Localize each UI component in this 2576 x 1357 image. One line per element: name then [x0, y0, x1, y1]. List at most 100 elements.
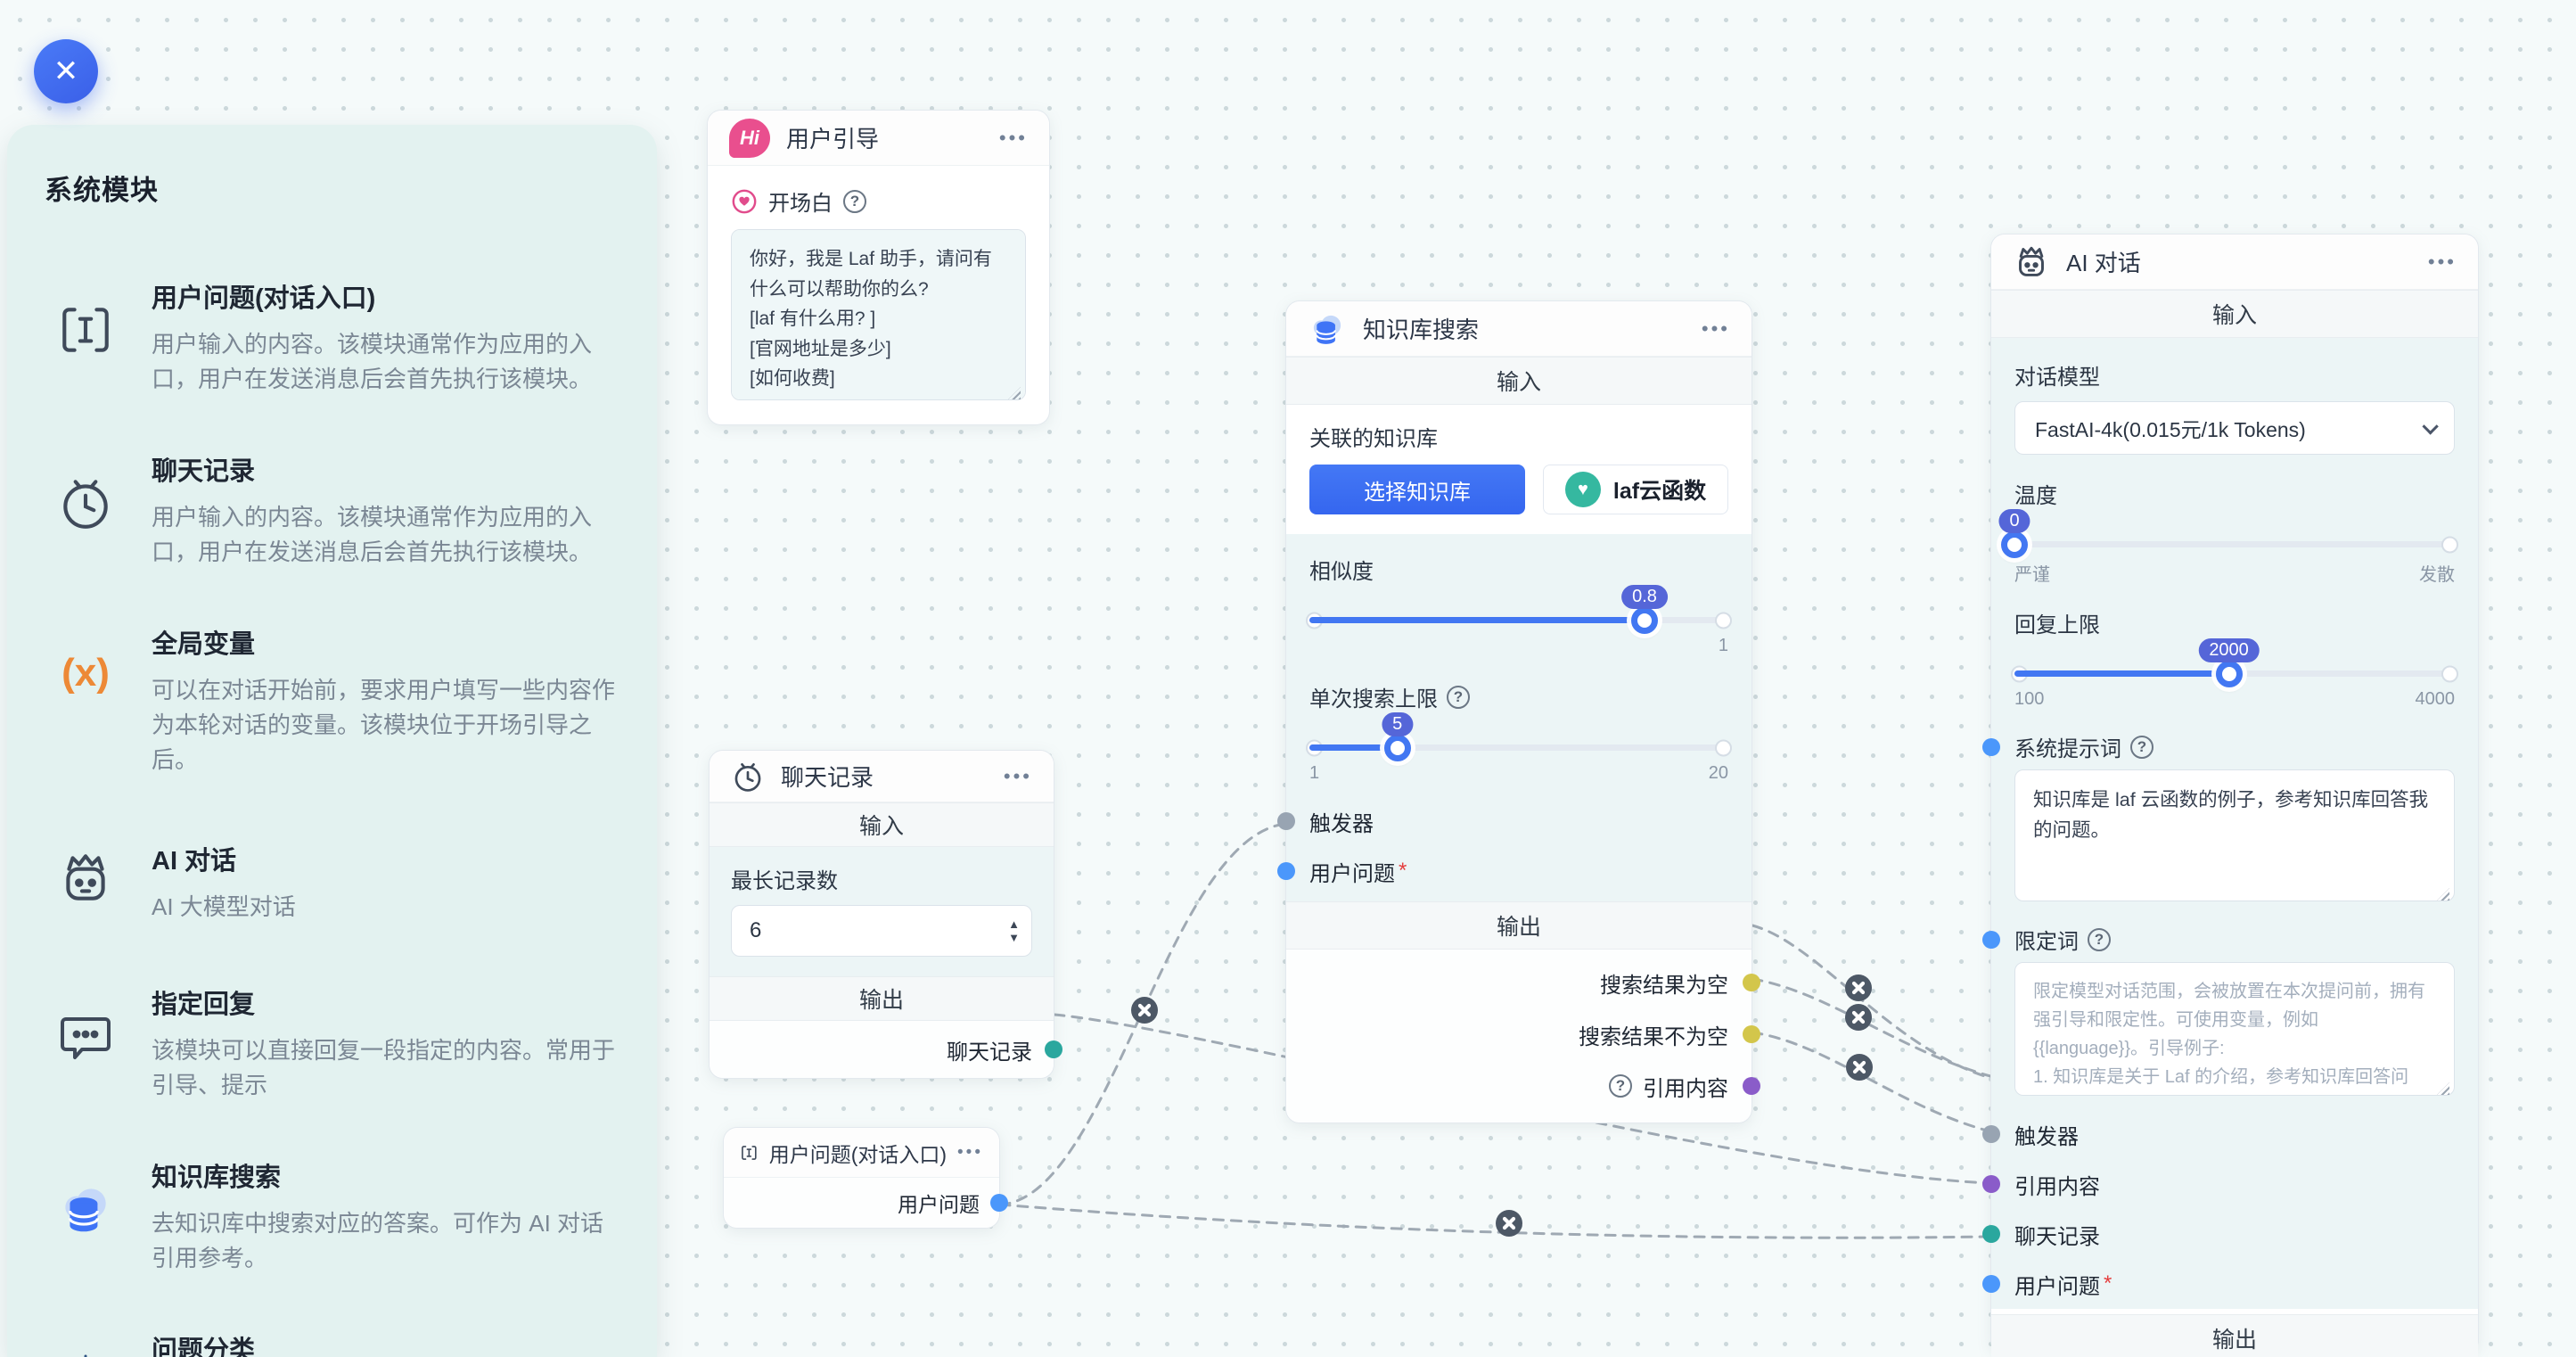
- field-label: 最长记录数: [731, 869, 838, 893]
- port-dot-purple[interactable]: [1982, 1175, 2000, 1193]
- node-menu-icon[interactable]: •••: [2427, 250, 2457, 273]
- port-dot-gray[interactable]: [1277, 812, 1295, 830]
- output-section-bar: 输出: [710, 976, 1054, 1021]
- disconnect-icon: [1845, 1004, 1872, 1031]
- select-dataset-button[interactable]: 选择知识库: [1309, 465, 1525, 514]
- input-cursor-icon: [43, 277, 128, 397]
- field-label: 回复上限: [2014, 613, 2100, 637]
- disconnect-icon: [1845, 975, 1872, 1001]
- port-history-in: 聊天记录: [1982, 1209, 2455, 1259]
- port-quote-out: ? 引用内容: [1309, 1060, 1760, 1112]
- port-dot-blue[interactable]: [1982, 1275, 2000, 1293]
- module-title: AI 对话: [152, 847, 237, 876]
- step-down-icon[interactable]: ▼: [1008, 931, 1020, 944]
- module-desc: 该模块可以直接回复一段指定的内容。常用于引导、提示: [152, 1037, 616, 1098]
- node-menu-icon[interactable]: •••: [1003, 764, 1032, 787]
- slider-thumb[interactable]: 0.8: [1621, 584, 1668, 634]
- sidebar-item-global-variable[interactable]: (x) 全局变量 可以在对话开始前，要求用户填写一些内容作为本轮对话的变量。该模…: [43, 623, 621, 777]
- port-dot-gray[interactable]: [1982, 1125, 2000, 1143]
- input-section-bar: 输入: [1991, 290, 2478, 338]
- node-title: AI 对话: [2066, 250, 2141, 276]
- sidebar-item-chat-history[interactable]: 聊天记录 用户输入的内容。该模块通常作为应用的入口，用户在发送消息后会首先执行该…: [43, 450, 621, 570]
- disconnect-icon: [1131, 997, 1158, 1024]
- slider-value-badge: 5: [1382, 711, 1414, 736]
- history-clock-icon: [43, 450, 128, 570]
- help-icon: ?: [2088, 927, 2111, 951]
- robot-icon: [2019, 246, 2044, 276]
- module-title: 知识库搜索: [152, 1164, 282, 1192]
- sidebar-title: 系统模块: [45, 175, 159, 206]
- sidebar-item-ai-chat[interactable]: AI 对话 AI 大模型对话: [43, 840, 621, 925]
- sidebar-item-user-question[interactable]: 用户问题(对话入口) 用户输入的内容。该模块通常作为应用的入口，用户在发送消息后…: [43, 277, 621, 397]
- slider-thumb[interactable]: 5: [1382, 711, 1414, 761]
- port-chat-history-out: 聊天记录: [731, 1024, 1062, 1074]
- module-desc: 可以在对话开始前，要求用户填写一些内容作为本轮对话的变量。该模块位于开场引导之后…: [152, 677, 616, 773]
- slider-value-badge: 2000: [2198, 637, 2260, 662]
- help-icon: ?: [843, 189, 866, 213]
- database-icon: [43, 1156, 128, 1276]
- limit-prompt-textarea[interactable]: [2014, 962, 2455, 1096]
- port-dot-blue[interactable]: [1982, 737, 2000, 756]
- sidebar-item-kb-search[interactable]: 知识库搜索 去知识库中搜索对应的答案。可作为 AI 对话引用参考。: [43, 1156, 621, 1276]
- port-question-in: 用户问题 *: [1277, 846, 1728, 896]
- field-label: 对话模型: [2014, 366, 2100, 390]
- disconnect-icon: [1496, 1210, 1522, 1237]
- bulb-icon: [43, 1329, 128, 1357]
- help-icon: ?: [1447, 685, 1470, 709]
- module-sidebar: 系统模块 用户问题(对话入口) 用户输入的内容。该模块通常作为应用的入口，用户在…: [7, 125, 657, 1357]
- history-clock-icon: [734, 762, 761, 792]
- close-panel-button[interactable]: ✕: [34, 39, 98, 103]
- port-trigger-in: 触发器: [1982, 1109, 2455, 1159]
- module-title: 问题分类: [152, 1336, 256, 1357]
- similarity-slider[interactable]: 0.8 1: [1309, 584, 1728, 656]
- port-dot-purple[interactable]: [1743, 1077, 1760, 1095]
- node-user-guide[interactable]: Hi 用户引导 ••• 开场白 ? 你好，我是 Laf 助手，请问有什么可以帮助…: [707, 110, 1050, 425]
- node-menu-icon[interactable]: •••: [1701, 317, 1730, 340]
- temperature-slider[interactable]: 0 严谨发散: [1998, 508, 2455, 586]
- guide-hi-icon: Hi: [729, 118, 770, 158]
- port-dot-teal[interactable]: [1982, 1225, 2000, 1243]
- welcome-textarea[interactable]: 你好，我是 Laf 助手，请问有什么可以帮助你的么? [laf 有什么用? ] …: [731, 229, 1026, 400]
- module-title: 全局变量: [152, 630, 256, 659]
- slider-value-badge: 0: [1998, 508, 2030, 533]
- port-dot-yellow[interactable]: [1743, 974, 1760, 991]
- node-title: 用户引导: [786, 126, 880, 152]
- edge-kbempty-to-ai: [1751, 924, 1992, 1080]
- node-menu-icon[interactable]: •••: [957, 1142, 983, 1162]
- variable-icon: (x): [62, 651, 110, 695]
- port-dot-blue[interactable]: [1277, 862, 1295, 880]
- system-prompt-textarea[interactable]: 知识库是 laf 云函数的例子，参考知识库回答我的问题。: [2014, 769, 2455, 901]
- node-title: 用户问题(对话入口): [768, 1142, 948, 1166]
- node-ai-chat[interactable]: AI 对话 ••• 输入 对话模型 FastAI-4k(0.015元/1k To…: [1982, 234, 2479, 1357]
- port-question-in: 用户问题 *: [1982, 1259, 2455, 1309]
- field-label: 开场白: [768, 192, 833, 216]
- slider-thumb[interactable]: 0: [1998, 508, 2030, 558]
- port-dot-teal[interactable]: [1045, 1040, 1062, 1058]
- port-dot-blue[interactable]: [1982, 930, 2000, 949]
- node-user-question[interactable]: 用户问题(对话入口) ••• 用户问题: [723, 1127, 1008, 1229]
- module-desc: 用户输入的内容。该模块通常作为应用的入口，用户在发送消息后会首先执行该模块。: [152, 504, 593, 565]
- slider-thumb[interactable]: 2000: [2198, 637, 2260, 687]
- port-user-question-out: 用户问题: [743, 1180, 1008, 1226]
- port-dot-yellow[interactable]: [1743, 1025, 1760, 1043]
- max-history-input[interactable]: [731, 905, 1032, 957]
- sidebar-item-fixed-reply[interactable]: 指定回复 该模块可以直接回复一段指定的内容。常用于引导、提示: [43, 983, 621, 1103]
- node-kb-search[interactable]: 知识库搜索 ••• 输入 关联的知识库 选择知识库 ♥ laf云函数 相似度 0…: [1277, 300, 1760, 1123]
- step-up-icon[interactable]: ▲: [1008, 917, 1020, 931]
- disconnect-icon: [1846, 1054, 1873, 1081]
- field-label: 相似度: [1309, 560, 1374, 584]
- field-label: 温度: [2014, 484, 2057, 508]
- node-menu-icon[interactable]: •••: [998, 126, 1028, 149]
- module-title: 用户问题(对话入口): [152, 284, 376, 313]
- edge-kbnotempty-to-ai: [1751, 977, 1992, 1078]
- sidebar-item-question-classify[interactable]: 问题分类 可以判断用户问题属于哪方面问题，从而执行不同的操作。: [43, 1329, 621, 1357]
- port-dot-blue[interactable]: [990, 1194, 1008, 1212]
- dataset-chip[interactable]: ♥ laf云函数: [1543, 465, 1728, 514]
- node-chat-history[interactable]: 聊天记录 ••• 输入 最长记录数 ▲ ▼ 输出 聊天记录: [709, 750, 1062, 1079]
- model-select[interactable]: FastAI-4k(0.015元/1k Tokens): [2014, 401, 2455, 455]
- port-system-prompt-in: 系统提示词 ?: [1982, 731, 2455, 762]
- node-title: 聊天记录: [781, 764, 874, 791]
